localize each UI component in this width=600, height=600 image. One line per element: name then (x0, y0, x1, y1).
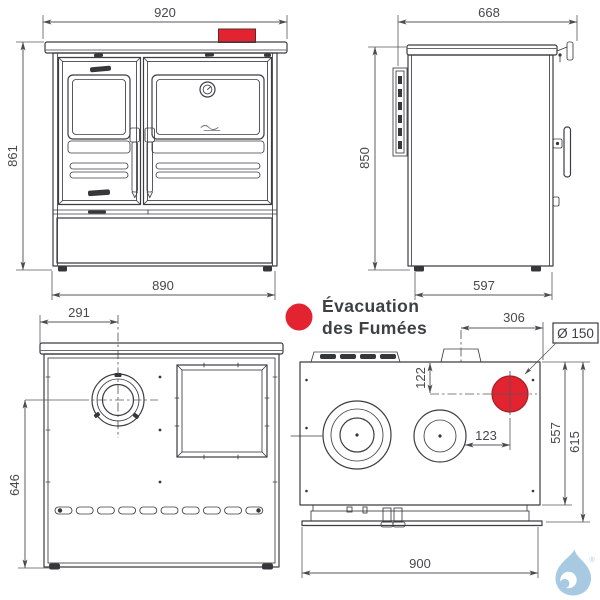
dim-side-height: 850 (357, 46, 410, 271)
dim-top-total-depth: 615 (546, 361, 590, 523)
legend-line1: Évacuation (322, 295, 419, 316)
rear-top-plate (39, 342, 284, 355)
firebox-door (57, 56, 142, 206)
dim-front-height: 861 (5, 41, 52, 271)
dim-front-width-top: 920 (42, 5, 288, 39)
flue-outlet-red-dot (285, 303, 313, 331)
dim-label: 850 (357, 147, 372, 169)
front-view: 920 (5, 5, 288, 300)
water-drop-logo: ® (555, 549, 596, 596)
top-front-hardware (301, 504, 543, 528)
side-feet (414, 266, 541, 272)
side-flue-collar (25, 373, 158, 427)
firebox-vent-slats (69, 162, 129, 179)
dim-label: 890 (152, 278, 174, 293)
oven-door (142, 56, 273, 206)
water-drop-shape (555, 549, 592, 596)
rear-square-opening (174, 362, 270, 460)
damper-lever (556, 41, 574, 63)
legend-line2: des Fumées (322, 318, 427, 338)
side-view: 668 (357, 5, 578, 300)
dim-label: 306 (503, 310, 525, 325)
side-latch (552, 196, 560, 207)
dim-label: 920 (154, 5, 176, 20)
flue-outlet-marker-front (218, 28, 256, 43)
flue-diameter-callout: Ø 150 (524, 322, 599, 375)
dim-label: 557 (548, 422, 563, 444)
side-top-plate (406, 44, 558, 56)
dim-front-width-bottom: 890 (51, 271, 276, 300)
lower-rail (52, 209, 278, 215)
dim-label: 123 (475, 428, 497, 443)
rear-view: 291 (7, 305, 284, 570)
dim-label: 861 (5, 145, 20, 167)
dim-rear-flue-height: 646 (7, 399, 50, 569)
firebox-window (67, 74, 131, 140)
front-feet (58, 266, 272, 272)
dim-top-flue-offset-right: 306 (460, 310, 544, 360)
oven-brand-mark (200, 125, 221, 131)
large-burner-plate (322, 400, 392, 470)
top-view: 306 Ø 150 122 (290, 310, 599, 578)
hob-top-plate (44, 41, 288, 54)
dim-label: 122 (413, 367, 428, 389)
base-drawer-front (56, 217, 273, 264)
dim-side-depth-top: 668 (397, 5, 578, 66)
oven-window (151, 74, 265, 140)
registered-mark: ® (590, 556, 596, 564)
dim-label: 646 (7, 474, 22, 496)
ash-drawer-latch (87, 189, 111, 197)
logo-swirl-dot (560, 578, 570, 589)
door-handles (129, 127, 155, 199)
firebox-door-latch (89, 65, 112, 73)
flue-diameter-label: Ø 150 (557, 326, 594, 341)
oven-lip (151, 140, 265, 154)
small-burner-plate (413, 409, 467, 463)
top-rear-flue-collar (440, 330, 482, 363)
dim-label: 900 (409, 556, 431, 571)
dim-top-flue-offset-front: 122 (413, 362, 433, 394)
dim-top-flue-offset-side: 123 (464, 420, 511, 450)
dim-label: 597 (473, 278, 495, 293)
flue-outlet-top (430, 371, 537, 420)
firebox-lip (67, 140, 131, 154)
dim-top-width: 900 (301, 527, 539, 578)
flue-legend: Évacuation des Fumées (285, 295, 427, 338)
stove-body-front (52, 52, 278, 267)
rear-heat-shield (392, 67, 408, 157)
stove-body-side (407, 54, 554, 267)
dim-label: 668 (478, 5, 500, 20)
top-rear-vent-block (310, 351, 401, 363)
top-body (290, 361, 541, 506)
rear-body-panel (43, 353, 280, 568)
oven-thermometer (199, 81, 216, 98)
dim-rear-flue-offset: 291 (39, 305, 119, 438)
side-door-handle (552, 126, 572, 178)
dim-label: 291 (68, 305, 90, 320)
oven-vent-slats (155, 162, 261, 179)
rear-vent-slots (54, 506, 264, 515)
dim-side-depth-bottom: 597 (414, 272, 553, 300)
rear-feet (49, 563, 273, 570)
dim-label: 615 (567, 431, 582, 453)
